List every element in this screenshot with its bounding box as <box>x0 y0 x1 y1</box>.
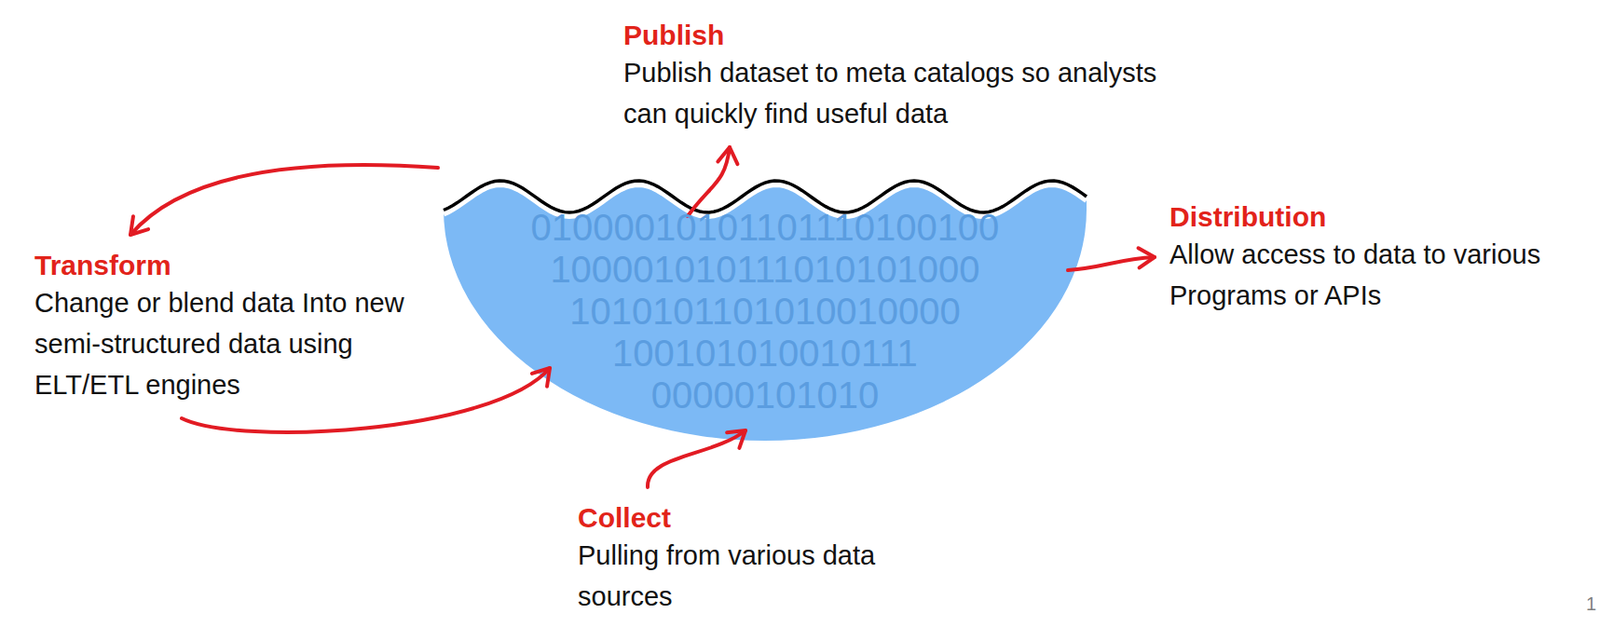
distribution-step: DistributionAllow access to data to vari… <box>1169 199 1595 316</box>
binary-rows: 0100001010110111010010010000101011101010… <box>443 175 1087 417</box>
step-heading: Publish <box>623 17 1164 53</box>
step-description: Pulling from various data sources <box>577 534 904 617</box>
page-number: 1 <box>1586 592 1597 616</box>
flow-arrow <box>647 430 746 488</box>
arrow-head <box>726 430 746 449</box>
transform-step: TransformChange or blend data Into new s… <box>34 247 464 406</box>
binary-row: 01000010101101110100100 <box>443 206 1087 249</box>
flow-arrow <box>130 164 438 235</box>
step-heading: Transform <box>34 247 464 283</box>
step-heading: Collect <box>577 500 904 535</box>
arrow-line <box>647 430 746 488</box>
arrow-head <box>717 147 738 165</box>
binary-row: 00000101010 <box>443 374 1087 417</box>
binary-row: 100001010111010101000 <box>443 248 1087 291</box>
binary-row: 1010101101010010000 <box>443 290 1087 333</box>
step-description: Publish dataset to meta catalogs so anal… <box>623 52 1164 135</box>
flow-arrow <box>687 147 738 217</box>
step-description: Allow access to data to various Programs… <box>1169 233 1595 316</box>
flow-arrow <box>1067 247 1155 271</box>
data-lake: 0100001010110111010010010000101011101010… <box>443 175 1087 441</box>
collect-step: CollectPulling from various data sources <box>577 500 904 617</box>
arrow-head <box>1138 247 1155 268</box>
arrow-head <box>130 216 149 235</box>
publish-step: PublishPublish dataset to meta catalogs … <box>623 17 1164 135</box>
arrow-head <box>532 368 550 387</box>
step-heading: Distribution <box>1169 199 1595 234</box>
step-description: Change or blend data Into new semi-struc… <box>34 282 464 406</box>
arrow-line <box>130 164 438 235</box>
binary-row: 100101010010111 <box>443 332 1087 375</box>
lake-water <box>443 180 1087 441</box>
